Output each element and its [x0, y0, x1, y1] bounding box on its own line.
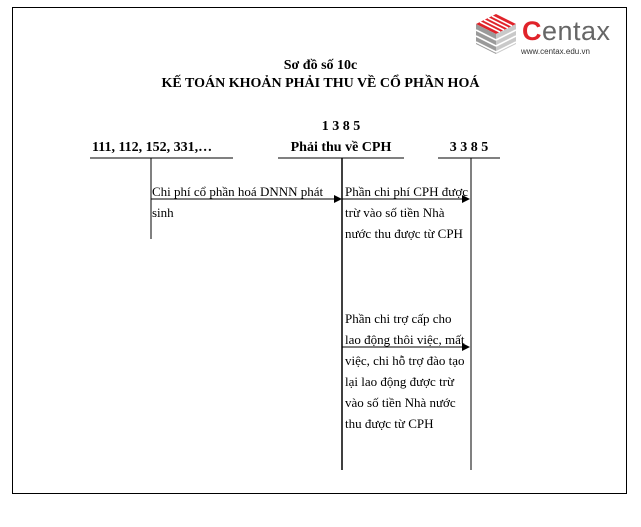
logo-url: www.centax.edu.vn: [521, 47, 590, 56]
right-account-number: 3 3 8 5: [449, 140, 489, 155]
logo-cube-icon: [475, 14, 517, 54]
entry-cost-deducted: Phần chi phí CPH được trừ vào số tiền Nh…: [345, 184, 468, 241]
center-account-name: Phải thu về CPH: [290, 140, 392, 155]
diagram-title: KẾ TOÁN KHOẢN PHẢI THU VỀ CỔ PHẦN HOÁ: [161, 76, 480, 91]
logo-initial: C: [522, 16, 542, 46]
entry-support-deducted: Phần chi trợ cấp cho lao động thôi việc,…: [345, 311, 465, 431]
logo-rest: entax: [542, 16, 611, 46]
centax-logo: Centax www.centax.edu.vn: [472, 10, 632, 58]
diagram-subtitle: Sơ đồ số 10c: [283, 58, 358, 73]
diagram-frame: [12, 7, 627, 494]
entry-cost-incurred: Chi phí cổ phần hoá DNNN phát sinh: [152, 184, 324, 220]
left-accounts: 111, 112, 152, 331,…: [92, 140, 213, 155]
center-account-number: 1 3 8 5: [321, 119, 361, 134]
logo-wordmark: Centax: [522, 16, 611, 47]
